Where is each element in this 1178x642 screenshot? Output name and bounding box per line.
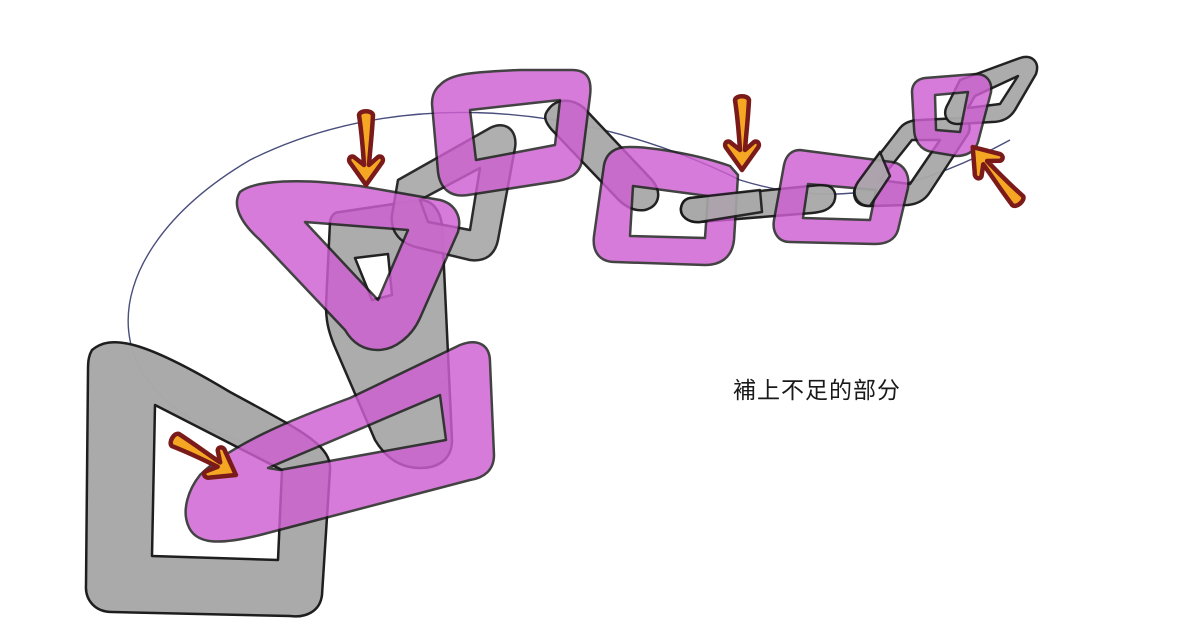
- arrow-down-icon: [349, 111, 383, 185]
- grey-overlay-1: [679, 188, 764, 224]
- grey-overlays: [679, 150, 892, 224]
- annotation-caption: 補上不足的部分: [733, 378, 901, 404]
- pink-link-triangle: [235, 179, 461, 352]
- arrow-down-icon: [725, 96, 759, 170]
- grey-overlay-2: [853, 150, 892, 208]
- pink-link-small-top-right: [910, 72, 993, 158]
- pink-link-square-right: [772, 148, 910, 246]
- pink-link-square-top: [430, 68, 592, 197]
- pink-link-square-mid: [592, 145, 740, 267]
- pink-link-bottom: [184, 341, 496, 543]
- pink-links: [184, 68, 993, 543]
